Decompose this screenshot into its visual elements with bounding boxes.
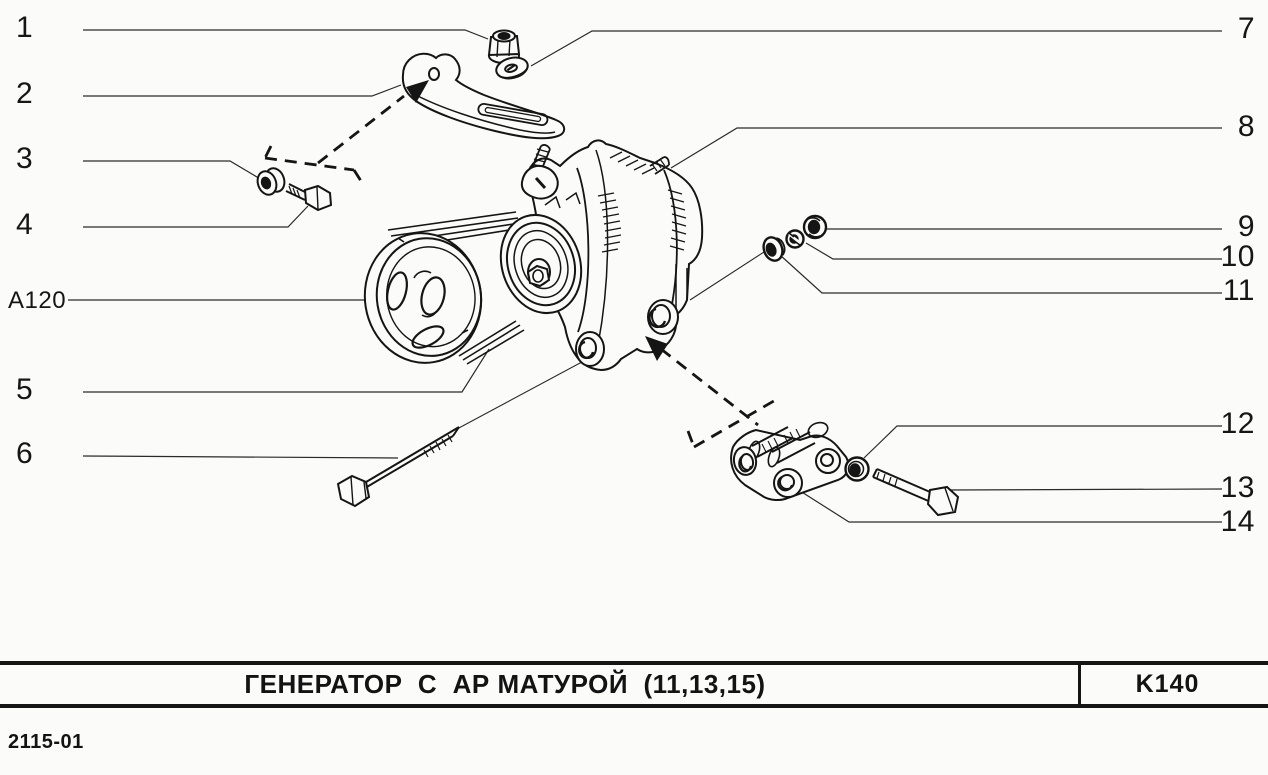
alternator-body: [520, 139, 704, 372]
assembly-arrow-lower: [645, 336, 780, 449]
callout-12: 12: [1220, 407, 1255, 440]
front-mounting-lug: [575, 331, 605, 367]
sheet-code: K140: [1135, 670, 1200, 698]
assembly-arrow-upper: [263, 80, 429, 182]
callout-1: 1: [16, 11, 34, 44]
washer-7: [495, 56, 529, 80]
arrowhead-icon: [406, 80, 429, 103]
nut-9: [802, 214, 828, 240]
pulley-nut: [526, 264, 551, 288]
rear-mounting-lug: [647, 299, 679, 335]
page-title: ГЕНЕРАТОР С АР МАТУРОЙ (11,13,15): [244, 669, 766, 699]
terminal-stud: [649, 156, 670, 175]
bolt-13: [872, 468, 960, 517]
washer-3: [256, 167, 286, 196]
callout-11: 11: [1222, 274, 1255, 307]
callout-8: 8: [1237, 110, 1255, 143]
bushing-saddles: [747, 421, 829, 468]
crankshaft-pulley: [363, 232, 483, 364]
lock-nut-1: [487, 29, 521, 64]
arrowhead-icon: [645, 336, 668, 361]
title-block-top-rule: [0, 661, 1268, 665]
callout-5: 5: [16, 373, 34, 406]
document-number: 2115-01: [8, 731, 84, 753]
callout-7: 7: [1237, 12, 1255, 45]
title-block-bottom-rule: [0, 704, 1268, 708]
callout-2: 2: [16, 77, 34, 110]
callout-13: 13: [1220, 471, 1255, 504]
callout-14: 14: [1220, 505, 1255, 538]
callout-A120: A120: [8, 287, 67, 314]
alternator-pulley: [499, 213, 583, 315]
callout-9: 9: [1237, 210, 1255, 243]
callout-4: 4: [16, 208, 34, 241]
bolt-4: [285, 183, 333, 212]
lower-bracket: [730, 421, 850, 502]
bolt-6: [336, 426, 460, 508]
callout-10: 10: [1220, 240, 1255, 273]
washer-11: [762, 236, 786, 262]
spring-washer-10: [785, 229, 805, 249]
callout-3: 3: [16, 142, 34, 175]
title-block-divider: [1078, 661, 1081, 708]
nut-12: [844, 456, 870, 482]
leader-lines: [68, 29, 1223, 523]
adjusting-bracket: [401, 52, 566, 140]
callout-6: 6: [16, 437, 34, 470]
